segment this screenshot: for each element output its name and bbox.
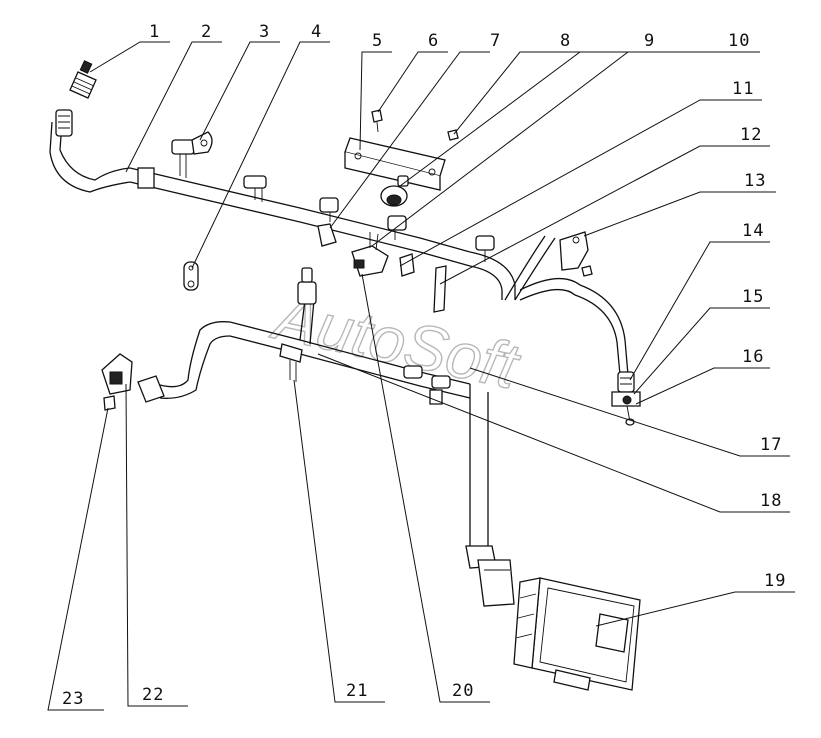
connector-22: [101, 353, 165, 403]
callout-13: 13: [744, 171, 766, 191]
callout-17: 17: [760, 435, 782, 455]
ecu-19: [513, 577, 641, 691]
callout-3: 3: [259, 22, 270, 42]
callout-6: 6: [428, 31, 439, 51]
bracket-12: [433, 265, 447, 313]
upper-harness-trunk: [49, 121, 516, 300]
bracket-5: [344, 137, 446, 191]
callout-22: 22: [142, 685, 164, 705]
callout-11: 11: [732, 79, 754, 99]
callout-16: 16: [742, 347, 764, 367]
callout-18: 18: [760, 491, 782, 511]
callout-4: 4: [311, 22, 322, 42]
bolt-23: [103, 395, 116, 411]
callout-leaders: [47, 41, 795, 711]
callout-1: 1: [149, 22, 160, 42]
trunk-clip-b: [387, 215, 415, 277]
sensor-20: [351, 232, 389, 277]
callout-19: 19: [764, 571, 786, 591]
callout-23: 23: [62, 689, 84, 709]
callout-8: 8: [560, 31, 571, 51]
callout-20: 20: [452, 681, 474, 701]
callout-21: 21: [346, 681, 368, 701]
grommet-9: [380, 175, 409, 207]
bracket-13: [559, 231, 593, 277]
callout-7: 7: [490, 31, 501, 51]
callout-2: 2: [201, 22, 212, 42]
callout-14: 14: [742, 221, 764, 241]
sensor-connector-1: [55, 60, 97, 137]
clip-4: [183, 261, 199, 291]
callout-labels: 1 2 3 4 5 6 7 8 9 10 11 12 13 14 15 16 1…: [62, 22, 786, 709]
callout-12: 12: [740, 125, 762, 145]
callout-10: 10: [728, 31, 750, 51]
right-harness-branch: [504, 235, 629, 376]
clip-3: [171, 131, 213, 155]
lower-harness-trunk: [159, 267, 515, 607]
sensor-14: [611, 371, 641, 426]
callout-15: 15: [742, 287, 764, 307]
trunk-clip-7: [317, 197, 339, 247]
callout-5: 5: [372, 31, 383, 51]
trunk-clip-c: [475, 235, 495, 251]
trunk-clip-a: [243, 175, 267, 189]
callout-9: 9: [644, 31, 655, 51]
bolt-6: [371, 109, 383, 133]
